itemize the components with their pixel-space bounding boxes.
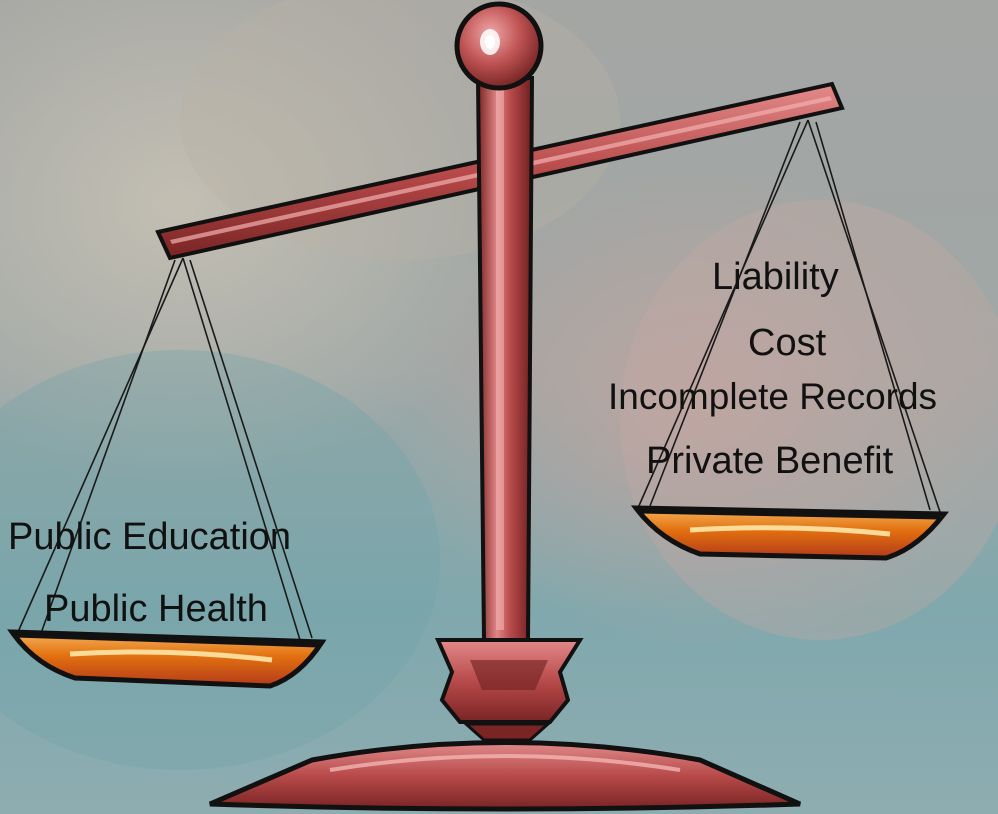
right-pan bbox=[630, 505, 949, 561]
right-pan-label-liability: Liability bbox=[712, 256, 839, 298]
left-pan-chains bbox=[17, 257, 313, 641]
right-pan-label-private-benefit: Private Benefit bbox=[646, 440, 894, 482]
right-pan-label-incomplete-records: Incomplete Records bbox=[608, 376, 938, 417]
right-pan-label-cost: Cost bbox=[748, 322, 827, 364]
scale-top-knob bbox=[454, 1, 544, 91]
left-pan bbox=[7, 629, 327, 689]
right-pan-chains bbox=[637, 119, 941, 513]
left-pan-label-public-education: Public Education bbox=[8, 516, 292, 558]
scale-base bbox=[209, 740, 802, 812]
scale-pole-joint bbox=[434, 638, 584, 742]
left-pan-label-public-health: Public Health bbox=[44, 588, 268, 630]
scale-pole bbox=[475, 76, 535, 642]
